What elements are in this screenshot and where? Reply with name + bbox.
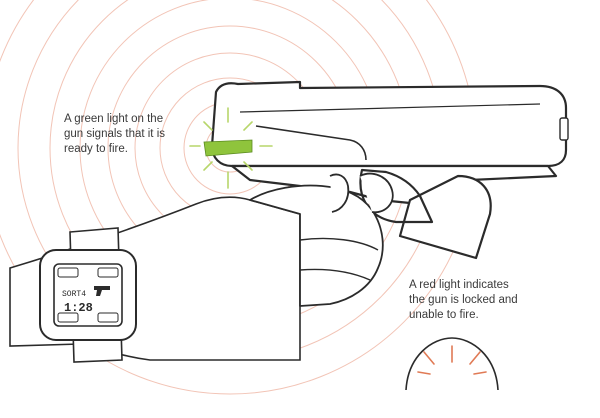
watch-gun-icon bbox=[94, 286, 110, 296]
green-light-annotation: A green light on the gun signals that it… bbox=[64, 113, 166, 155]
red-light-indicator bbox=[405, 337, 499, 391]
handgun bbox=[210, 80, 569, 260]
smart-watch: SORT4 1:28 bbox=[39, 227, 137, 363]
watch-screen bbox=[53, 263, 123, 327]
red-light-dome bbox=[405, 337, 499, 391]
trigger-guard bbox=[359, 168, 434, 224]
gun-slide bbox=[210, 80, 568, 168]
green-light-bar bbox=[203, 139, 253, 157]
watch-display-line1: SORT4 bbox=[62, 290, 86, 299]
green-light-indicator bbox=[189, 107, 273, 189]
watch-display-line2: 1:28 bbox=[64, 301, 93, 315]
red-light-annotation: A red light indicates the gun is locked … bbox=[409, 279, 518, 321]
gun-grip bbox=[398, 174, 492, 260]
hand bbox=[249, 172, 394, 307]
